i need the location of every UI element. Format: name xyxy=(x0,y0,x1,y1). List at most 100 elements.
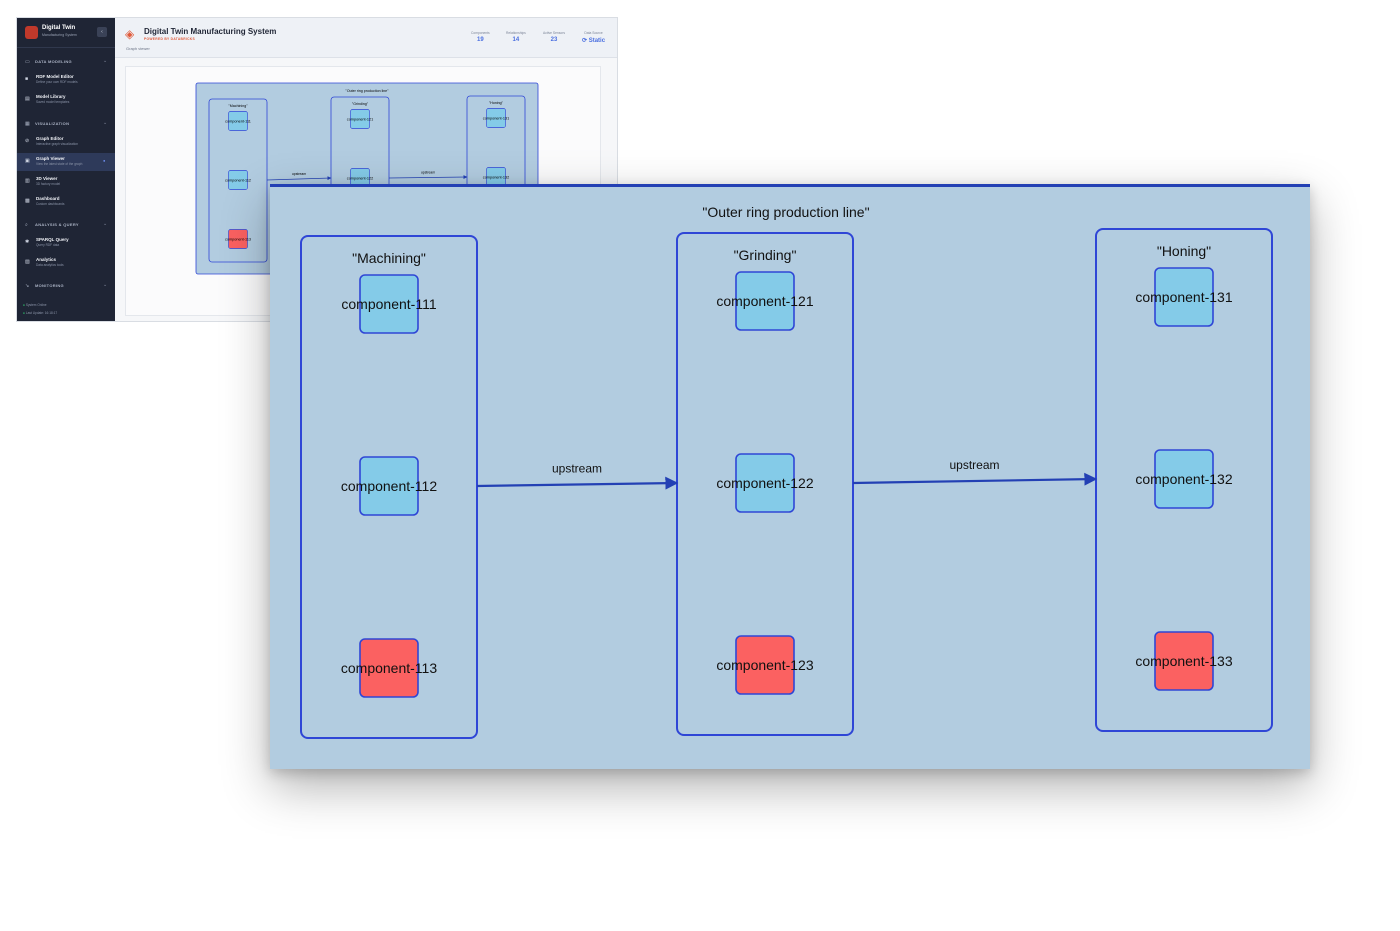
sidebar-section-label: VISUALIZATION xyxy=(35,121,70,126)
sidebar-item-label: Dashboard xyxy=(36,196,60,201)
sidebar-item-dashboard[interactable]: ▩ Dashboard Custom dashboards xyxy=(17,193,115,211)
chevron-down-icon: ⌄ xyxy=(103,120,108,126)
sidebar-item-model-library[interactable]: ▤ Model Library Saved model templates xyxy=(17,91,115,109)
component-label: component-111 xyxy=(225,119,251,123)
app-header: ◈ Digital Twin Manufacturing System POWE… xyxy=(115,18,617,58)
process-group-label: "Grinding" xyxy=(352,102,369,106)
stat-label: Components xyxy=(471,31,490,35)
sidebar-section-visualization[interactable]: ▦ VISUALIZATION ⌄ xyxy=(17,119,115,129)
component-node xyxy=(735,453,795,513)
chevron-down-icon: ⌄ xyxy=(103,221,108,227)
stat-value: 23 xyxy=(550,37,558,43)
status-dot-icon: ● xyxy=(23,303,25,307)
component-node xyxy=(359,456,419,516)
sidebar-item-description: 3D factory model xyxy=(36,182,61,186)
last-update-label: Last Update: 16:18:17 xyxy=(25,311,58,315)
cube-icon: ▥ xyxy=(25,178,30,184)
sidebar-section-data-modeling[interactable]: ▭ DATA MODELING ⌄ xyxy=(17,57,115,67)
component-node xyxy=(735,635,795,695)
component-node xyxy=(735,271,795,331)
process-group-label: "Machining" xyxy=(229,104,249,108)
sidebar: Digital Twin Manufacturing System ‹ ▭ DA… xyxy=(17,18,115,321)
component-label: component-121 xyxy=(347,117,373,121)
stat-value: ⟳ Static xyxy=(582,37,605,44)
component-node xyxy=(228,170,248,190)
process-group-label: "Honing" xyxy=(489,101,504,105)
sidebar-section-label: ANALYSIS & QUERY xyxy=(35,222,79,227)
stat-components: Components 19 xyxy=(471,31,490,43)
sidebar-item-description: Define your own RDF models xyxy=(36,80,78,84)
chevron-left-icon[interactable]: ‹ xyxy=(97,27,107,37)
image-icon: ▣ xyxy=(25,158,30,164)
process-group-label: "Machining" xyxy=(352,250,426,266)
monitor-icon: ↘ xyxy=(25,283,30,289)
component-label: component-113 xyxy=(341,660,437,676)
edge-label: upstream xyxy=(949,458,999,472)
process-group-label: "Grinding" xyxy=(734,247,797,263)
component-label: component-111 xyxy=(341,296,436,312)
component-label: component-122 xyxy=(347,176,373,180)
sidebar-item-graph-editor[interactable]: ⊘ Graph Editor Interactive graph visuali… xyxy=(17,133,115,151)
edge-label: upstream xyxy=(292,172,306,176)
component-label: component-112 xyxy=(341,478,437,494)
component-node xyxy=(486,108,506,128)
sidebar-item-description: Saved model templates xyxy=(36,100,70,104)
sidebar-item-description: View the latest state of the graph xyxy=(36,162,83,166)
sidebar-item-description: Custom dashboards xyxy=(36,202,65,206)
link-icon: ⊘ xyxy=(25,138,30,144)
sidebar-section-analysis-query[interactable]: ⌕ ANALYSIS & QUERY ⌄ xyxy=(17,220,115,230)
edge-upstream xyxy=(388,175,468,180)
app-subtitle: Manufacturing System xyxy=(42,33,77,37)
component-label: component-131 xyxy=(483,116,509,120)
sidebar-item-sparql-query[interactable]: ✱ SPARQL Query Query RDF data xyxy=(17,234,115,252)
query-icon: ✱ xyxy=(25,239,30,245)
app-logo-icon xyxy=(25,26,38,39)
sidebar-item-label: RDF Model Editor xyxy=(36,74,74,79)
app-title: Digital Twin xyxy=(42,25,76,31)
sidebar-item-3d-viewer[interactable]: ▥ 3D Viewer 3D factory model xyxy=(17,173,115,191)
sidebar-item-analytics[interactable]: ▨ Analytics Data analytics tools xyxy=(17,254,115,272)
stat-value: 19 xyxy=(477,37,484,43)
process-group-label: "Honing" xyxy=(1157,243,1211,259)
sidebar-section-monitoring[interactable]: ↘ MONITORING ⌄ xyxy=(17,281,115,291)
sidebar-item-rdf-model-editor[interactable]: ■ RDF Model Editor Define your own RDF m… xyxy=(17,71,115,89)
production-line-title: "Outer ring production line" xyxy=(702,204,869,220)
process-group-0 xyxy=(300,235,478,739)
component-node xyxy=(359,638,419,698)
component-label: component-133 xyxy=(1135,653,1233,669)
component-label: component-123 xyxy=(716,657,814,673)
component-label: component-113 xyxy=(225,237,251,241)
sidebar-item-description: Query RDF data xyxy=(36,243,60,247)
stat-label: Data Source xyxy=(584,31,603,35)
sidebar-item-label: Analytics xyxy=(36,257,57,262)
edit-icon: ■ xyxy=(25,76,29,82)
component-node xyxy=(359,274,419,334)
stat-active-sensors: Active Sensors 23 xyxy=(543,31,565,43)
sidebar-item-description: Interactive graph visualization xyxy=(36,142,78,146)
component-label: component-132 xyxy=(1135,471,1233,487)
search-icon: ⌕ xyxy=(25,222,28,228)
sidebar-item-graph-viewer[interactable]: ▣ Graph Viewer View the latest state of … xyxy=(17,153,115,171)
process-group-0 xyxy=(208,98,268,263)
component-label: component-132 xyxy=(483,175,509,179)
sidebar-item-label: 3D Viewer xyxy=(36,176,58,181)
library-icon: ▤ xyxy=(25,96,30,102)
component-label: component-112 xyxy=(225,178,251,182)
sidebar-item-label: Graph Viewer xyxy=(36,156,65,161)
last-update: ● Last Update: 16:18:17 xyxy=(23,311,57,315)
component-node xyxy=(1154,267,1214,327)
edge-upstream xyxy=(852,472,1098,486)
production-line-title: "Outer ring production line" xyxy=(346,89,390,93)
chevron-down-icon: ⌄ xyxy=(103,282,108,288)
refresh-icon: ⟳ xyxy=(582,38,588,44)
zoomed-graph-panel[interactable]: "Outer ring production line" "Machining" c… xyxy=(270,184,1310,769)
graph-diagram[interactable]: "Outer ring production line" "Machining" c… xyxy=(270,187,1310,769)
status-dot-icon: ● xyxy=(23,311,25,315)
component-node xyxy=(350,109,370,129)
sidebar-header: Digital Twin Manufacturing System ‹ xyxy=(17,18,115,48)
databricks-logo-icon: ◈ xyxy=(125,27,135,41)
analytics-icon: ▨ xyxy=(25,259,30,265)
stat-data-source[interactable]: Data Source ⟳ Static xyxy=(582,31,605,44)
data-source-value: Static xyxy=(588,38,606,44)
sidebar-section-label: MONITORING xyxy=(35,283,64,288)
